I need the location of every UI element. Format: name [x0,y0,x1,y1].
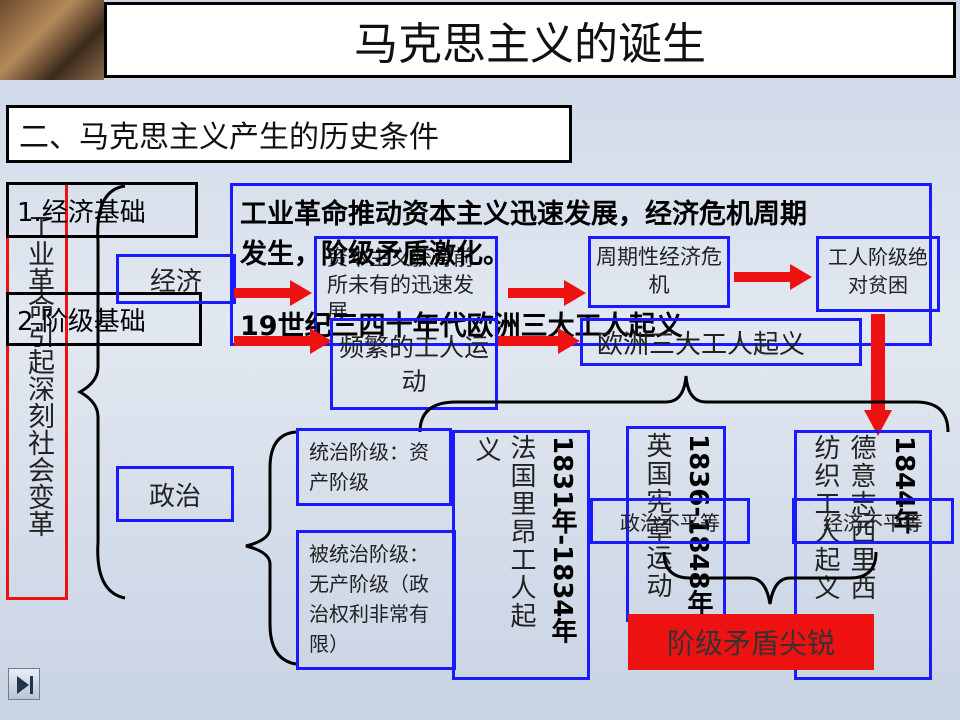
econ-base-box: 1.经济基础 [6,182,198,238]
political-inequality-box: 政治不平等 [590,498,750,544]
page-title: 马克思主义的诞生 [354,19,706,70]
ruled-class-box: 被统治阶级：无产阶级（政治权利非常有限） [296,530,456,670]
frequent-movement-box: 频繁的工人运动 [330,318,498,410]
political-inequality-text: 政治不平等 [620,510,720,535]
crisis-box: 周期性经济危机 [588,236,730,308]
economy-label: 经济 [149,266,202,297]
economy-box: 经济 [116,254,236,304]
economic-inequality-box: 经济不平等 [792,498,954,544]
left-vertical-box: 工业革命引起深刻社会变革 [6,182,68,600]
poverty-box: 工人阶级绝对贫困 [816,236,940,312]
crisis-text: 周期性经济危机 [596,245,722,297]
germany-uprising-year: 1844年 [889,436,919,535]
uprisings-brace [418,375,950,433]
contradiction-brace [662,551,878,605]
page-title-box: 马克思主义的诞生 [104,2,956,78]
politics-brace [245,430,297,666]
section-heading-box: 二、马克思主义产生的历史条件 [6,105,572,163]
three-uprisings-text: 欧洲三大工人起义 [597,329,806,360]
poverty-text: 工人阶级绝对贫困 [828,245,928,297]
politics-box: 政治 [116,466,234,522]
economic-inequality-text: 经济不平等 [823,510,923,535]
frequent-movement-text: 频繁的工人运动 [338,333,489,396]
france-uprising-text: 法国里昂工人起 [506,434,536,630]
three-uprisings-box: 欧洲三大工人起义 [580,318,862,366]
ruled-class-text: 被统治阶级：无产阶级（政治权利非常有限） [309,542,429,656]
arrow-capital-to-crisis [508,280,586,306]
germany-text-a: 德意志西里西 [846,434,876,602]
left-brace [76,184,126,600]
play-next-icon [17,676,33,694]
arrow-crisis-to-poverty [734,264,812,290]
summary-line-1: 工业革命推动资本主义迅速发展，经济危机周期 [240,199,807,230]
ruling-class-text: 统治阶级：资产阶级 [309,440,429,494]
section-heading: 二、马克思主义产生的历史条件 [19,120,439,155]
marx-engels-portrait [0,0,104,80]
ruling-class-box: 统治阶级：资产阶级 [296,428,452,506]
left-vertical-text: 工业革命引起深刻社会变革 [23,213,54,537]
summary-line-2: 发生，阶级矛盾激化。 [240,239,510,270]
class-base-box: 2.阶级基础 [6,292,202,346]
germany-uprising-box [794,430,932,680]
arrow-frequent-to-uprisings [498,328,580,354]
france-yi-char: 义 [471,436,501,462]
class-base-label: 2.阶级基础 [17,306,146,337]
france-uprising-year: 1831年-1834年 [547,436,577,644]
class-contradiction-text: 阶级矛盾尖锐 [666,627,835,660]
arrow-poverty-down [864,314,892,436]
next-slide-button[interactable] [8,668,40,700]
econ-base-label: 1.经济基础 [17,197,146,228]
class-contradiction-box: 阶级矛盾尖锐 [628,614,874,670]
arrow-econ-to-capital [234,280,312,306]
france-uprising-box [452,430,590,680]
politics-label: 政治 [148,481,201,512]
germany-text-b: 纺织工人起义 [810,434,840,602]
britain-chartist-text: 英国宪章运动 [642,432,672,600]
arrow-econ-to-frequent [234,328,332,354]
britain-chartist-year: 1836-1848年 [683,434,713,616]
